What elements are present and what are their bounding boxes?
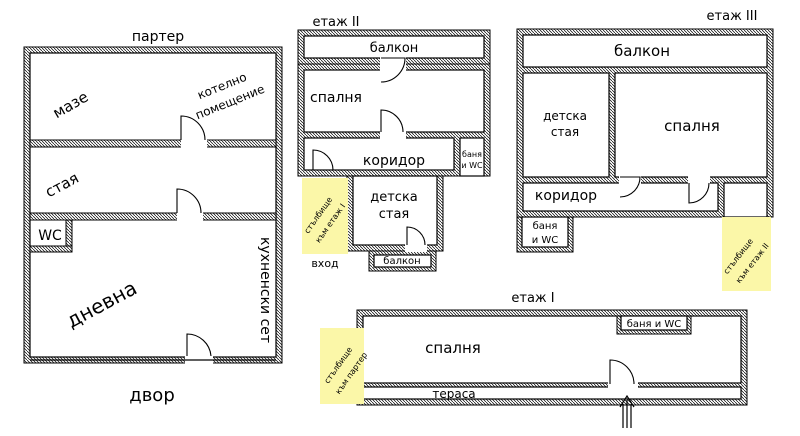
entrance-label: вход xyxy=(311,257,339,270)
yard-label: двор xyxy=(129,385,175,406)
floor-2-room-bath-2: и WC xyxy=(461,161,483,170)
floor-1-room-bedroom: спалня xyxy=(425,339,481,357)
floor-1-room-bath: баня и WC xyxy=(627,319,682,330)
floor-2-room-kids-1: детска xyxy=(370,190,418,205)
floor-1-title: етаж I xyxy=(511,291,554,306)
floor-2-room-balcony: балкон xyxy=(370,41,419,56)
floor-2-room-kids-2: стая xyxy=(379,207,410,222)
floor-3-room-bedroom: спалня xyxy=(664,117,720,135)
floor-2-plan: етаж II балкон спалня коридор баня и WC … xyxy=(297,15,491,272)
floor-2-room-balcony-small: балкон xyxy=(383,256,420,267)
room-label-wc: WC xyxy=(38,228,62,244)
floor-3-title: етаж III xyxy=(707,9,758,24)
floor-3-room-balcony: балкон xyxy=(614,42,670,60)
floor-3-room-bath-2: и WC xyxy=(532,235,559,246)
floor-3-room-kids-2: стая xyxy=(551,125,579,139)
floor-2-room-corridor: коридор xyxy=(363,153,425,169)
floor-2-room-bath-1: баня xyxy=(462,150,482,159)
floor-1-plan: етаж I баня и WC спалня тераса стълбище … xyxy=(320,291,748,428)
floor-1-room-terrace: тераса xyxy=(432,387,475,401)
ground-floor-title: партер xyxy=(132,29,184,45)
room-label-kitchen: кухненски сет xyxy=(257,237,273,343)
floor-3-plan: етаж III балкон детска стая спалня корид… xyxy=(516,9,774,291)
floor-3-room-bath-1: баня xyxy=(533,221,558,232)
floor-2-room-bedroom: спалня xyxy=(310,90,362,106)
floor-3-room-corridor: коридор xyxy=(535,188,597,204)
ground-floor-plan: партер мазе котелно помещение стая WC дн… xyxy=(23,29,283,406)
floor-2-title: етаж II xyxy=(312,15,359,30)
floor-3-room-kids-1: детска xyxy=(543,109,587,123)
